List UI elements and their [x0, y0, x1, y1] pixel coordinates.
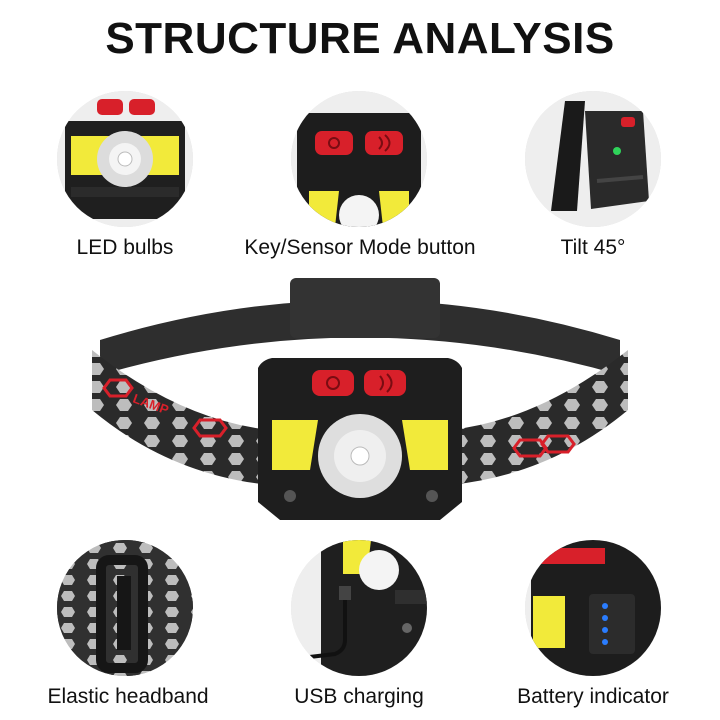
battery-indicator-closeup-icon [525, 540, 661, 676]
headband-buckle-closeup-icon [57, 540, 193, 676]
elastic-headband-label: Elastic headband [47, 685, 209, 708]
tilt-closeup-icon [525, 91, 661, 227]
key-sensor-button-label: Key/Sensor Mode button [244, 236, 476, 259]
led-bulbs-closeup-icon [57, 91, 193, 227]
battery-indicator-label: Battery indicator [517, 685, 669, 708]
led-bulbs-label: LED bulbs [76, 236, 174, 259]
tilt-label: Tilt 45° [560, 236, 626, 259]
headlamp-main-image: LAMP [0, 270, 720, 530]
page-title: STRUCTURE ANALYSIS [105, 14, 615, 63]
usb-port-closeup-icon [291, 540, 427, 676]
usb-charging-label: USB charging [294, 685, 424, 708]
key-sensor-button-closeup-icon [291, 91, 427, 227]
